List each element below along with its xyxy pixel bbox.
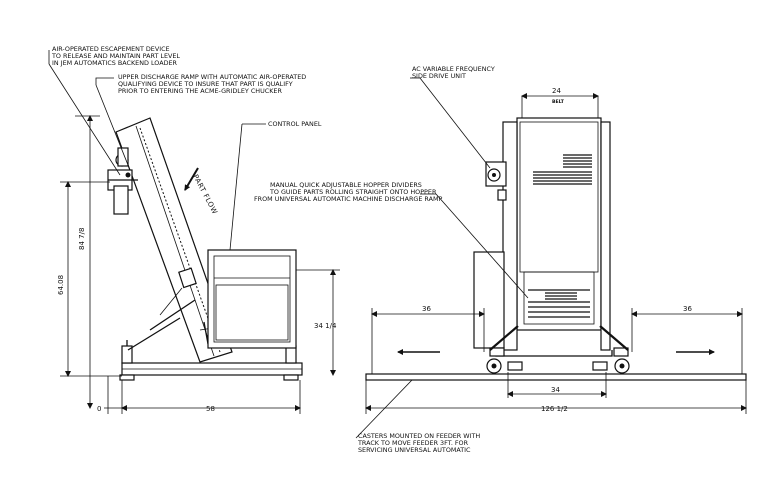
track-rail — [365, 373, 747, 381]
belt-label: BELT — [552, 99, 565, 105]
svg-text:TRACK TO MOVE FEEDER 3FT. FOR: TRACK TO MOVE FEEDER 3FT. FOR — [357, 439, 469, 447]
dim-belt-width-label: 24 — [552, 87, 561, 95]
caster-right — [599, 325, 630, 374]
dim-base-length-label: 58 — [206, 405, 215, 413]
side-view: PART FLOW 84 7/8 64.08 34 1/4 58 0 — [48, 50, 340, 414]
dim-travel-left: 36 — [371, 305, 485, 374]
escapement-device — [107, 147, 138, 215]
note-control-panel: CONTROL PANEL — [268, 120, 322, 128]
dim-travel-right-label: 36 — [683, 305, 692, 313]
dim-travel-left-label: 36 — [422, 305, 431, 313]
upper-vents — [533, 154, 592, 185]
dim-panel-height: 34 1/4 — [296, 269, 340, 376]
dim-overall-height: 84 7/8 — [75, 115, 100, 409]
dim-track-length-label: 126 1/2 — [541, 405, 568, 413]
svg-text:QUALIFYING DEVICE TO INSURE TH: QUALIFYING DEVICE TO INSURE THAT PART IS… — [118, 80, 293, 88]
dim-caster-span: 34 — [507, 372, 607, 398]
svg-text:UPPER DISCHARGE RAMP WITH AUTO: UPPER DISCHARGE RAMP WITH AUTOMATIC AIR-… — [118, 73, 306, 81]
svg-text:IN JEM AUTOMATICS BACKEND LOAD: IN JEM AUTOMATICS BACKEND LOADER — [52, 59, 178, 67]
side-drive-motor — [485, 161, 507, 201]
side-frame-left — [502, 121, 518, 351]
dim-track-length: 126 1/2 — [365, 380, 747, 414]
part-flow-arrow: PART FLOW — [184, 167, 219, 216]
note-casters: CASTERS MOUNTED ON FEEDER WITH TRACK TO … — [357, 432, 480, 454]
svg-text:SERVICING UNIVERSAL AUTOMATIC: SERVICING UNIVERSAL AUTOMATIC — [358, 446, 471, 454]
svg-text:FROM UNIVERSAL AUTOMATIC MACHI: FROM UNIVERSAL AUTOMATIC MACHINE DISCHAR… — [254, 195, 442, 203]
svg-text:PRIOR TO ENTERING THE ACME-GRI: PRIOR TO ENTERING THE ACME-GRIDLEY CHUCK… — [118, 87, 282, 95]
svg-text:MANUAL QUICK ADJUSTABLE HOPPER: MANUAL QUICK ADJUSTABLE HOPPER DIVIDERS — [270, 181, 422, 189]
caster-left — [486, 325, 519, 374]
dim-zero-label: 0 — [97, 405, 101, 413]
dim-base-length: 58 0 — [97, 405, 301, 413]
note-escapement: AIR-OPERATED ESCAPEMENT DEVICE TO RELEAS… — [51, 45, 180, 67]
front-cabinet — [516, 117, 602, 331]
dim-travel-right: 36 — [631, 305, 743, 374]
inclined-conveyor — [115, 117, 233, 363]
boom-window — [178, 267, 197, 289]
dim-discharge-height-label: 64.08 — [57, 275, 65, 295]
svg-text:CASTERS MOUNTED ON FEEDER WITH: CASTERS MOUNTED ON FEEDER WITH — [358, 432, 480, 440]
dim-caster-span-label: 34 — [551, 386, 560, 394]
note-hopper-dividers: MANUAL QUICK ADJUSTABLE HOPPER DIVIDERS … — [254, 181, 442, 203]
svg-text:SIDE DRIVE UNIT: SIDE DRIVE UNIT — [412, 72, 466, 80]
part-flow-label: PART FLOW — [191, 173, 219, 216]
note-ac-drive: AC VARIABLE FREQUENCY SIDE DRIVE UNIT — [412, 65, 495, 80]
note-upper-ramp: UPPER DISCHARGE RAMP WITH AUTOMATIC AIR-… — [118, 73, 306, 95]
dim-overall-height-label: 84 7/8 — [78, 228, 86, 250]
svg-text:AC VARIABLE FREQUENCY: AC VARIABLE FREQUENCY — [412, 65, 495, 73]
side-foot-left — [119, 340, 135, 381]
side-frame-right — [600, 121, 611, 351]
lower-vents — [528, 289, 590, 318]
svg-text:AIR-OPERATED ESCAPEMENT DEVICE: AIR-OPERATED ESCAPEMENT DEVICE — [52, 45, 170, 53]
dim-belt-width: 24 BELT — [521, 87, 599, 118]
svg-text:TO RELEASE AND MAINTAIN PART L: TO RELEASE AND MAINTAIN PART LEVEL — [51, 52, 180, 60]
dim-panel-height-label: 34 1/4 — [314, 322, 337, 330]
dim-discharge-height: 64.08 — [57, 181, 110, 377]
front-view: 24 BELT 36 36 34 126 1/2 — [355, 77, 747, 439]
control-panel — [207, 249, 297, 349]
svg-text:TO GUIDE PARTS ROLLING STRAIGH: TO GUIDE PARTS ROLLING STRAIGHT ONTO HOP… — [269, 188, 437, 196]
hopper-panel — [473, 251, 505, 349]
